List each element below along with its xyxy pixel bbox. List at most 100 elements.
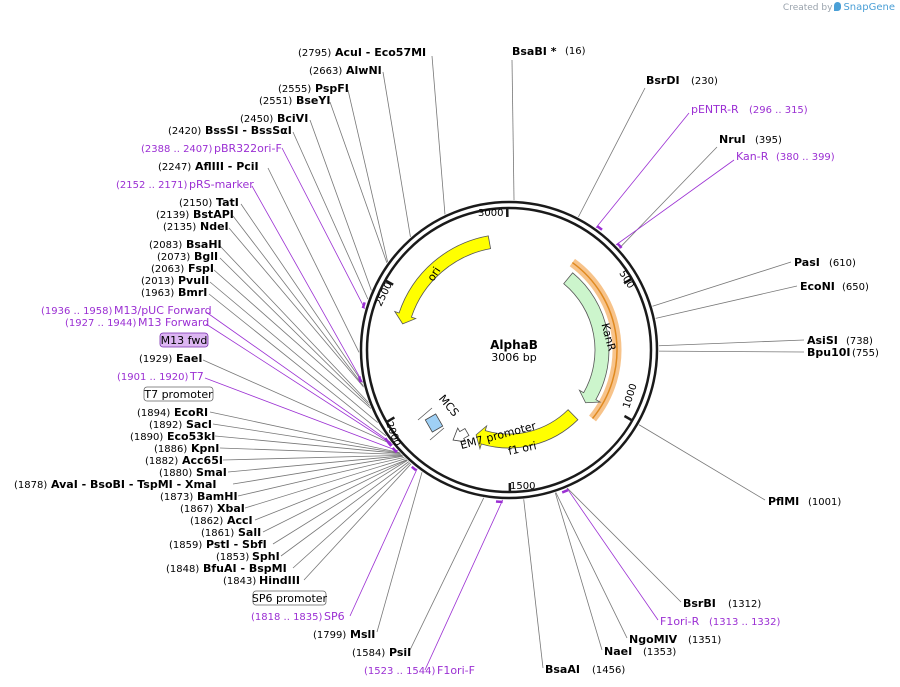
- site-label[interactable]: (2663) AlwNI: [309, 64, 382, 77]
- site-label[interactable]: BsaBI * (16): [512, 45, 586, 58]
- primer-label[interactable]: Kan-R (380 .. 399): [736, 150, 835, 163]
- site-label[interactable]: (1862) AccI: [190, 514, 253, 527]
- site-position: (2551): [259, 96, 292, 107]
- primer-label[interactable]: (2152 .. 2171) pRS-marker: [116, 178, 254, 191]
- leader-line: [431, 55, 446, 215]
- site-name: EcoNI: [800, 280, 835, 293]
- site-position: (2247): [158, 162, 191, 173]
- site-label[interactable]: PflMI (1001): [768, 495, 841, 508]
- site-name: BamHI: [197, 490, 238, 503]
- feature-box-m13-fwd[interactable]: M13 fwd: [159, 332, 209, 348]
- site-label[interactable]: (1892) SacI: [149, 418, 212, 431]
- primer-label[interactable]: (1818 .. 1835) SP6: [251, 610, 345, 623]
- site-name: NruI: [719, 133, 746, 146]
- site-label[interactable]: (1878) AvaI - BsoBI - TspMI - XmaI: [14, 478, 216, 491]
- site-label[interactable]: (1799) MslI: [313, 628, 375, 641]
- site-name: MslI: [350, 628, 375, 641]
- primer-range: (1523 .. 1544): [364, 666, 436, 677]
- site-position: (230): [691, 76, 718, 87]
- site-label[interactable]: NruI (395): [719, 133, 782, 146]
- site-position: (2450): [240, 114, 273, 125]
- leader-line: [219, 447, 402, 455]
- site-label[interactable]: (1963) BmrI: [141, 286, 207, 299]
- site-name: AccI: [227, 514, 253, 527]
- site-label[interactable]: (2135) NdeI: [163, 220, 229, 233]
- site-label[interactable]: (1867) XbaI: [180, 502, 245, 515]
- site-label[interactable]: NaeI (1353): [604, 645, 676, 658]
- site-label[interactable]: (2450) BciVI: [240, 112, 308, 125]
- site-label[interactable]: (2073) BglI: [157, 250, 218, 263]
- site-label[interactable]: (1882) Acc65I: [145, 454, 223, 467]
- site-label[interactable]: (1853) SphI: [216, 550, 280, 563]
- site-label[interactable]: (2420) BssSI - BssSαI: [168, 124, 292, 137]
- leader-line: [232, 455, 404, 485]
- leader-line: [523, 499, 544, 669]
- site-position: (1859): [169, 540, 202, 551]
- site-label[interactable]: BsaAI (1456): [545, 663, 625, 676]
- site-label[interactable]: (2083) BsaHI: [149, 238, 222, 251]
- site-label[interactable]: (2555) PspFI: [278, 82, 349, 95]
- site-label[interactable]: (1890) Eco53kI: [130, 430, 215, 443]
- site-label[interactable]: BsrBI (1312): [683, 597, 761, 610]
- leader-line: [567, 487, 682, 603]
- site-label[interactable]: PasI (610): [794, 256, 856, 269]
- site-position: (1886): [154, 444, 187, 455]
- site-label[interactable]: (1859) PstI - SbfI: [169, 538, 267, 551]
- site-label[interactable]: (2139) BstAPI: [156, 208, 234, 221]
- site-label[interactable]: AsiSI (738): [807, 334, 873, 347]
- feature-f1-ori[interactable]: f1 ori: [475, 409, 579, 458]
- site-position: (1351): [688, 635, 721, 646]
- site-position: (1894): [137, 408, 170, 419]
- feature-mcs[interactable]: MCS: [417, 392, 461, 441]
- site-label[interactable]: (1929) EaeI: [139, 352, 203, 365]
- leader-line: [658, 339, 805, 347]
- leader-line: [309, 119, 372, 291]
- site-name: SphI: [252, 550, 280, 563]
- site-name: NgoMIV: [629, 633, 678, 646]
- primer-label[interactable]: F1ori-R (1313 .. 1332): [660, 615, 781, 628]
- site-label[interactable]: (2150) TatI: [179, 196, 239, 209]
- site-label[interactable]: (1861) SalI: [201, 526, 261, 539]
- site-label[interactable]: Bpu10I (755): [807, 346, 879, 359]
- site-label[interactable]: (1886) KpnI: [154, 442, 219, 455]
- primer-label[interactable]: (1901 .. 1920) T7: [117, 370, 204, 383]
- leader-line: [267, 167, 360, 353]
- site-label[interactable]: (2013) PvuII: [141, 274, 209, 287]
- feature-kanr[interactable]: KanR: [563, 258, 622, 422]
- leader-line: [511, 59, 515, 201]
- primer-mark: [361, 301, 366, 309]
- primer-label[interactable]: (1927 .. 1944) M13 Forward: [65, 316, 209, 329]
- leader-line: [376, 472, 423, 633]
- leader-line: [303, 463, 412, 581]
- feature-box-sp6-promoter[interactable]: SP6 promoter: [252, 590, 328, 606]
- site-name: PasI: [794, 256, 820, 269]
- site-label[interactable]: (1894) EcoRI: [137, 406, 208, 419]
- site-label[interactable]: BsrDI (230): [646, 74, 718, 87]
- primer-name: pBR322ori-F: [214, 142, 282, 155]
- site-name: EcoRI: [174, 406, 208, 419]
- site-label[interactable]: NgoMIV (1351): [629, 633, 721, 646]
- site-position: (1456): [592, 665, 625, 676]
- site-label[interactable]: EcoNI (650): [800, 280, 869, 293]
- site-label[interactable]: (1873) BamHI: [160, 490, 238, 503]
- site-label[interactable]: (2795) AcuI - Eco57MI: [298, 46, 426, 59]
- primer-label[interactable]: (1523 .. 1544) F1ori-F: [364, 664, 475, 677]
- site-name: BsrDI: [646, 74, 680, 87]
- site-label[interactable]: (2063) FspI: [151, 262, 214, 275]
- primer-mark: [358, 376, 362, 383]
- site-label[interactable]: (1843) HindIII: [223, 574, 300, 587]
- site-label[interactable]: (1584) PsiI: [352, 646, 411, 659]
- site-label[interactable]: (2247) AflIII - PciI: [158, 160, 259, 173]
- leader-line: [209, 411, 400, 454]
- primer-label[interactable]: (2388 .. 2407) pBR322ori-F: [141, 142, 282, 155]
- primer-name: M13 Forward: [138, 316, 209, 329]
- site-position: (1001): [808, 497, 841, 508]
- feature-box-t7-promoter[interactable]: T7 promoter: [143, 386, 214, 402]
- site-name: PspFI: [315, 82, 349, 95]
- site-label[interactable]: (2551) BseYI: [259, 94, 330, 107]
- primer-label[interactable]: pENTR-R (296 .. 315): [691, 103, 808, 116]
- site-label[interactable]: (1880) SmaI: [159, 466, 227, 479]
- primer-label[interactable]: (1936 .. 1958) M13/pUC Forward: [41, 304, 212, 317]
- site-label[interactable]: (1848) BfuAI - BspMI: [166, 562, 287, 575]
